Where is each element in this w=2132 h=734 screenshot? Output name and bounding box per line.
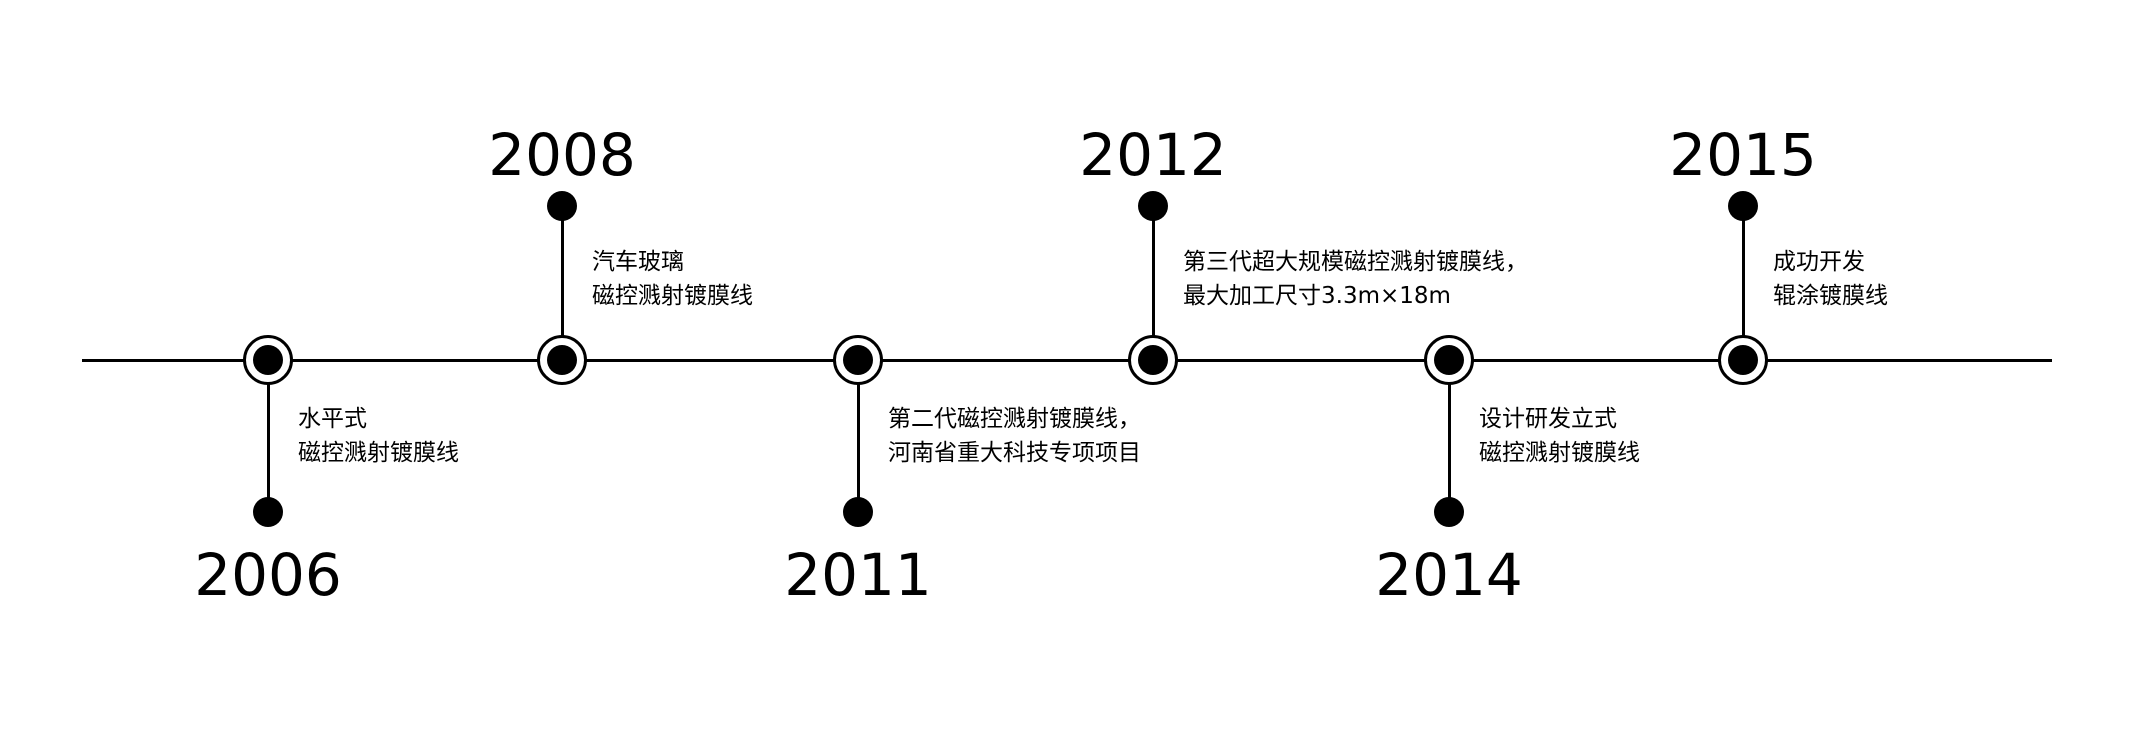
- event-description-line: 第二代磁控溅射镀膜线，: [888, 406, 1141, 432]
- timeline-node-core: [1138, 345, 1168, 375]
- event-year: 2014: [1375, 541, 1523, 609]
- event-year: 2012: [1079, 121, 1227, 189]
- event-end-dot: [1138, 191, 1168, 221]
- timeline-node: [243, 335, 293, 385]
- event-end-dot: [1434, 497, 1464, 527]
- timeline-node: [537, 335, 587, 385]
- event-year: 2015: [1669, 121, 1817, 189]
- event-connector: [1151, 206, 1155, 360]
- event-end-dot: [843, 497, 873, 527]
- event-description: 汽车玻璃 磁控溅射镀膜线: [592, 245, 753, 313]
- timeline-node: [1718, 335, 1768, 385]
- event-description: 设计研发立式 磁控溅射镀膜线: [1479, 402, 1640, 470]
- timeline-node-core: [1434, 345, 1464, 375]
- timeline-axis: [82, 359, 2052, 362]
- event-connector: [1447, 360, 1451, 512]
- event-description-line: 水平式: [298, 406, 367, 432]
- event-description-line: 设计研发立式: [1479, 406, 1617, 432]
- event-description-line: 成功开发: [1773, 249, 1865, 275]
- event-description-line: 河南省重大科技专项项目: [888, 440, 1141, 466]
- event-description-line: 汽车玻璃: [592, 249, 684, 275]
- event-end-dot: [253, 497, 283, 527]
- event-description-line: 磁控溅射镀膜线: [298, 440, 459, 466]
- timeline-node: [1424, 335, 1474, 385]
- event-end-dot: [1728, 191, 1758, 221]
- event-end-dot: [547, 191, 577, 221]
- timeline-node-core: [843, 345, 873, 375]
- event-description: 第三代超大规模磁控溅射镀膜线， 最大加工尺寸3.3m×18m: [1183, 245, 1528, 313]
- timeline-node: [1128, 335, 1178, 385]
- event-description: 成功开发 辊涂镀膜线: [1773, 245, 1888, 313]
- event-description-line: 第三代超大规模磁控溅射镀膜线，: [1183, 249, 1528, 275]
- timeline-node: [833, 335, 883, 385]
- event-description-line: 磁控溅射镀膜线: [1479, 440, 1640, 466]
- event-description-line: 磁控溅射镀膜线: [592, 283, 753, 309]
- event-connector: [266, 360, 270, 512]
- timeline-node-core: [253, 345, 283, 375]
- event-description-line: 辊涂镀膜线: [1773, 283, 1888, 309]
- event-description-line: 最大加工尺寸3.3m×18m: [1183, 283, 1451, 309]
- event-year: 2006: [194, 541, 342, 609]
- event-connector: [1741, 206, 1745, 360]
- event-year: 2011: [784, 541, 932, 609]
- event-connector: [560, 206, 564, 360]
- timeline-node-core: [1728, 345, 1758, 375]
- event-description: 第二代磁控溅射镀膜线， 河南省重大科技专项项目: [888, 402, 1141, 470]
- event-connector: [856, 360, 860, 512]
- event-description: 水平式 磁控溅射镀膜线: [298, 402, 459, 470]
- event-year: 2008: [488, 121, 636, 189]
- timeline-node-core: [547, 345, 577, 375]
